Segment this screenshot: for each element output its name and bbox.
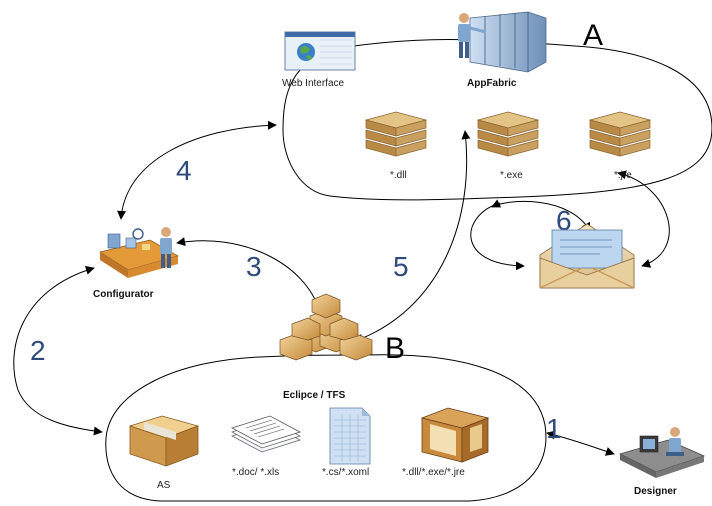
connector-5 [354, 130, 471, 343]
connector-3 [176, 237, 322, 313]
connector-1 [546, 430, 615, 456]
browser-window-icon [284, 31, 356, 71]
connector-jre-mail [617, 170, 670, 268]
dll-label: *.dll [390, 170, 407, 181]
step-number-2: 2 [30, 335, 46, 366]
zone-a-letter: A [583, 19, 603, 52]
zone-a-outline [282, 39, 712, 201]
step-number-3: 3 [246, 251, 262, 282]
step-number-1: 1 [546, 413, 562, 444]
exe-label: *.exe [500, 170, 523, 181]
step-number-5: 5 [393, 251, 409, 282]
eclipse-tfs-label: Eclipce / TFS [283, 390, 346, 401]
cs-xoml-label: *.cs/*.xoml [322, 467, 369, 478]
assembly-line-operator-icon [98, 227, 180, 278]
step-number-6: 6 [556, 205, 572, 236]
doc-xls-label: *.doc/ *.xls [232, 467, 279, 478]
document-pages-icon [230, 415, 302, 453]
step-number-4: 4 [176, 155, 192, 186]
connector-2 [13, 266, 103, 436]
appfabric-label: AppFabric [467, 78, 517, 89]
connector-4 [117, 120, 277, 220]
configurator-label: Configurator [93, 289, 154, 300]
dll-exe-jre-label: *.dll/*.exe/*.jre [402, 467, 465, 478]
book-stack-icon [364, 111, 428, 157]
cardboard-box-icon [128, 415, 200, 467]
book-stack-icon [588, 111, 652, 157]
server-rack-operator-icon [458, 11, 547, 73]
connector-6a [491, 199, 591, 232]
book-stack-icon [476, 111, 540, 157]
designer-label: Designer [634, 486, 677, 497]
jre-label: *.jre [614, 170, 632, 181]
designer-workstation-icon [618, 427, 706, 478]
web-interface-label: Web Interface [282, 78, 345, 89]
connector-6b [470, 202, 525, 271]
box-stack-icon [279, 293, 373, 361]
open-crate-icon [420, 407, 490, 463]
envelope-letter-icon [539, 223, 635, 289]
as-label: AS [157, 480, 171, 491]
zone-b-letter: B [385, 332, 405, 365]
code-sheet-icon [329, 407, 371, 465]
zone-b-outline [105, 354, 547, 502]
